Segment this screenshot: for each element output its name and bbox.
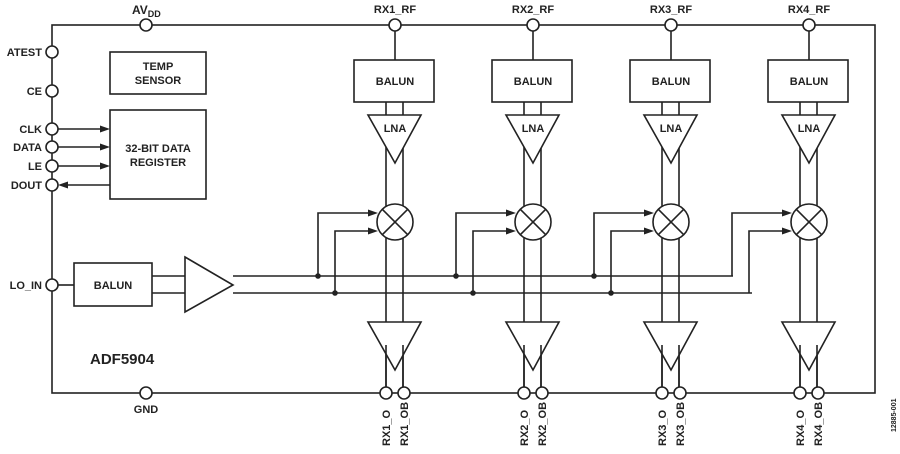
arrow-icon <box>100 143 110 151</box>
arrow-icon <box>782 209 792 217</box>
lna-amplifier <box>780 114 837 165</box>
rf-pin <box>388 18 402 32</box>
rx-channel-1: RX1_RF BALUN LNA RX1_O RX1_OB <box>315 4 435 446</box>
out-pin <box>379 386 393 400</box>
gnd-label: GND <box>134 404 159 416</box>
label: RX1_RF <box>374 4 416 16</box>
label: BALUN <box>94 280 133 292</box>
rx-channel-4: RX4_RF BALUN LNA RX4_O RX4_OB <box>731 4 849 446</box>
label: ATEST <box>7 47 43 59</box>
pin-data: DATA <box>13 140 59 154</box>
pin-ce: CE <box>27 84 59 98</box>
label: RX2_RF <box>512 4 554 16</box>
arrow-icon <box>100 125 110 133</box>
chip-name: ADF5904 <box>90 351 155 368</box>
arrow-icon <box>58 181 68 189</box>
rf-balun <box>491 59 573 103</box>
output-buffer <box>642 321 699 372</box>
label: RX3_RF <box>650 4 692 16</box>
temp-sensor-block: TEMP SENSOR <box>109 51 207 95</box>
pin-atest: ATEST <box>7 45 59 59</box>
label: CE <box>27 86 42 98</box>
label: LNA <box>798 123 821 135</box>
lna-amplifier <box>366 114 423 165</box>
rf-pin <box>664 18 678 32</box>
label: LNA <box>384 123 407 135</box>
label: RX4_RF <box>788 4 830 16</box>
outb-pin <box>397 386 411 400</box>
label: TEMP <box>143 61 174 73</box>
label: RX2_O <box>519 409 531 446</box>
label: RX4_OB <box>813 402 825 446</box>
arrow-icon <box>100 162 110 170</box>
output-buffer <box>780 321 837 372</box>
outb-pin <box>673 386 687 400</box>
junction-dot <box>315 273 321 279</box>
out-pin <box>517 386 531 400</box>
lo-balun-block: BALUN <box>73 262 153 307</box>
rf-balun <box>353 59 435 103</box>
label: DOUT <box>11 180 42 192</box>
rf-pin <box>526 18 540 32</box>
label: LO_IN <box>10 280 42 292</box>
arrow-icon <box>368 227 378 235</box>
rx-channel-3: RX3_RF BALUN LNA RX3_O RX3_OB <box>591 4 711 446</box>
outb-pin <box>535 386 549 400</box>
label: LNA <box>660 123 683 135</box>
output-buffer <box>504 321 561 372</box>
label: BALUN <box>376 76 415 88</box>
label: RX2_OB <box>537 402 549 446</box>
arrow-icon <box>644 227 654 235</box>
figure-code: 12885-001 <box>891 398 898 432</box>
output-buffer <box>366 321 423 372</box>
pin-clk: CLK <box>19 122 59 136</box>
junction-dot <box>332 290 338 296</box>
label: BALUN <box>790 76 829 88</box>
label: BALUN <box>652 76 691 88</box>
label: REGISTER <box>130 157 186 169</box>
gnd-pin <box>139 386 153 400</box>
arrow-icon <box>782 227 792 235</box>
arrow-icon <box>368 209 378 217</box>
label: LE <box>28 161 42 173</box>
rx-channel-2: RX2_RF BALUN LNA RX2_O RX2_OB <box>453 4 573 446</box>
outb-pin <box>811 386 825 400</box>
label: RX4_O <box>795 409 807 446</box>
avdd-label: AVDD <box>132 3 161 19</box>
label: RX1_O <box>381 409 393 446</box>
junction-dot <box>591 273 597 279</box>
chip-outline <box>51 24 876 394</box>
rf-balun <box>629 59 711 103</box>
out-pin <box>793 386 807 400</box>
junction-dot <box>453 273 459 279</box>
avdd-pin <box>139 18 153 32</box>
junction-dot <box>470 290 476 296</box>
lna-amplifier <box>642 114 699 165</box>
pin-lo-in: LO_IN <box>10 278 59 292</box>
label: RX3_O <box>657 409 669 446</box>
arrow-icon <box>506 209 516 217</box>
label: 32-BIT DATA <box>125 143 191 155</box>
arrow-icon <box>644 209 654 217</box>
label: CLK <box>19 124 42 136</box>
label: RX1_OB <box>399 402 411 446</box>
label: SENSOR <box>135 75 182 87</box>
data-register-block: 32-BIT DATA REGISTER <box>109 109 207 200</box>
rf-pin <box>802 18 816 32</box>
label: RX3_OB <box>675 402 687 446</box>
pin-dout: DOUT <box>11 178 59 192</box>
label: DATA <box>13 142 42 154</box>
lo-amplifier <box>184 255 235 314</box>
lna-amplifier <box>504 114 561 165</box>
pin-le: LE <box>28 159 59 173</box>
label: BALUN <box>514 76 553 88</box>
label: LNA <box>522 123 545 135</box>
junction-dot <box>608 290 614 296</box>
out-pin <box>655 386 669 400</box>
arrow-icon <box>506 227 516 235</box>
rf-balun <box>767 59 849 103</box>
